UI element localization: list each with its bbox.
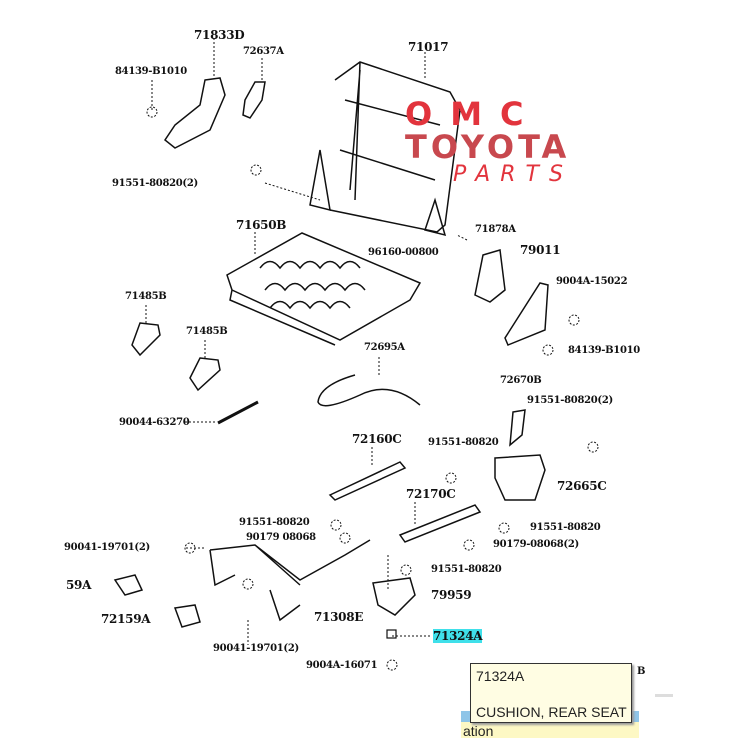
rail-72170C (398, 504, 482, 543)
part-label[interactable]: 91551-80820 (428, 437, 499, 448)
part-label[interactable]: 79011 (520, 243, 561, 257)
part-label[interactable]: 72637A (243, 46, 284, 57)
divider (655, 694, 673, 697)
part-label[interactable]: 79959 (431, 588, 472, 602)
side-trim (504, 282, 549, 346)
cap-a (131, 322, 161, 357)
part-label[interactable]: 72670B (500, 375, 542, 386)
part-tooltip: 71324A CUSHION, REAR SEAT (470, 663, 632, 723)
part-label[interactable]: 71017 (408, 40, 449, 54)
part-label[interactable]: 9004A-16071 (306, 660, 378, 671)
bolt-90044 (217, 400, 259, 425)
part-label[interactable]: 91551-80820(2) (112, 178, 198, 189)
part-label[interactable]: 90044-63270 (119, 417, 190, 428)
seatback-frame (329, 61, 461, 233)
part-label[interactable]: 91551-80820 (239, 517, 310, 528)
knob (242, 81, 266, 119)
part-label[interactable]: 71833D (194, 28, 245, 42)
part-label[interactable]: 90041-19701(2) (64, 542, 150, 553)
part-label[interactable]: 72159A (101, 612, 151, 626)
seatback-hinge (309, 149, 447, 237)
part-label[interactable]: 91551-80820 (530, 522, 601, 533)
part-label[interactable]: 72695A (364, 342, 405, 353)
clip-71324A (386, 629, 397, 639)
tooltip-description: CUSHION, REAR SEAT (476, 704, 627, 720)
cushion-frame (226, 232, 422, 346)
part-label[interactable]: 72170C (406, 487, 456, 501)
watermark-line1: OMC (405, 95, 542, 133)
part-label-cut: B (637, 666, 646, 677)
part-label[interactable]: 90179 08068 (246, 532, 316, 543)
part-label[interactable]: 84139-B1010 (568, 345, 640, 356)
cable (317, 374, 421, 407)
caps-72159A (113, 574, 201, 628)
part-label[interactable]: 96160-00800 (368, 247, 439, 258)
part-label[interactable]: 72665C (557, 479, 607, 493)
box-79959 (372, 577, 416, 616)
cap-b (189, 357, 221, 392)
part-label[interactable]: 91551-80820 (431, 564, 502, 575)
part-label[interactable]: 84139-B1010 (115, 66, 187, 77)
part-label[interactable]: 9004A-15022 (556, 276, 628, 287)
hinge-cover (474, 249, 506, 303)
box-72665C (494, 454, 546, 501)
part-label[interactable]: 71308E (314, 610, 364, 624)
bracket-72670B (509, 409, 526, 447)
tooltip-part-number: 71324A (476, 668, 525, 684)
rail-72160C (328, 461, 407, 501)
part-label[interactable]: 72160C (352, 432, 402, 446)
part-label[interactable]: 91551-80820(2) (527, 395, 613, 406)
part-label[interactable]: 71485B (186, 326, 228, 337)
part-label[interactable]: 71485B (125, 291, 167, 302)
part-label[interactable]: 90179-08068(2) (493, 539, 579, 550)
part-label[interactable]: 71878A (475, 224, 516, 235)
part-label[interactable]: 71650B (236, 218, 287, 232)
omc-toyota-parts-watermark: OMC TOYOTA PARTS (405, 98, 655, 188)
status-text: ation (463, 723, 494, 738)
part-label[interactable]: 59A (66, 578, 92, 592)
part-label-highlighted[interactable]: 71324A (433, 629, 483, 643)
watermark-line3: PARTS (453, 162, 573, 187)
mechanism-71308E (209, 539, 371, 622)
side-cover (163, 77, 226, 149)
part-label[interactable]: 90041-19701(2) (213, 643, 299, 654)
watermark-line2: TOYOTA (405, 128, 571, 166)
